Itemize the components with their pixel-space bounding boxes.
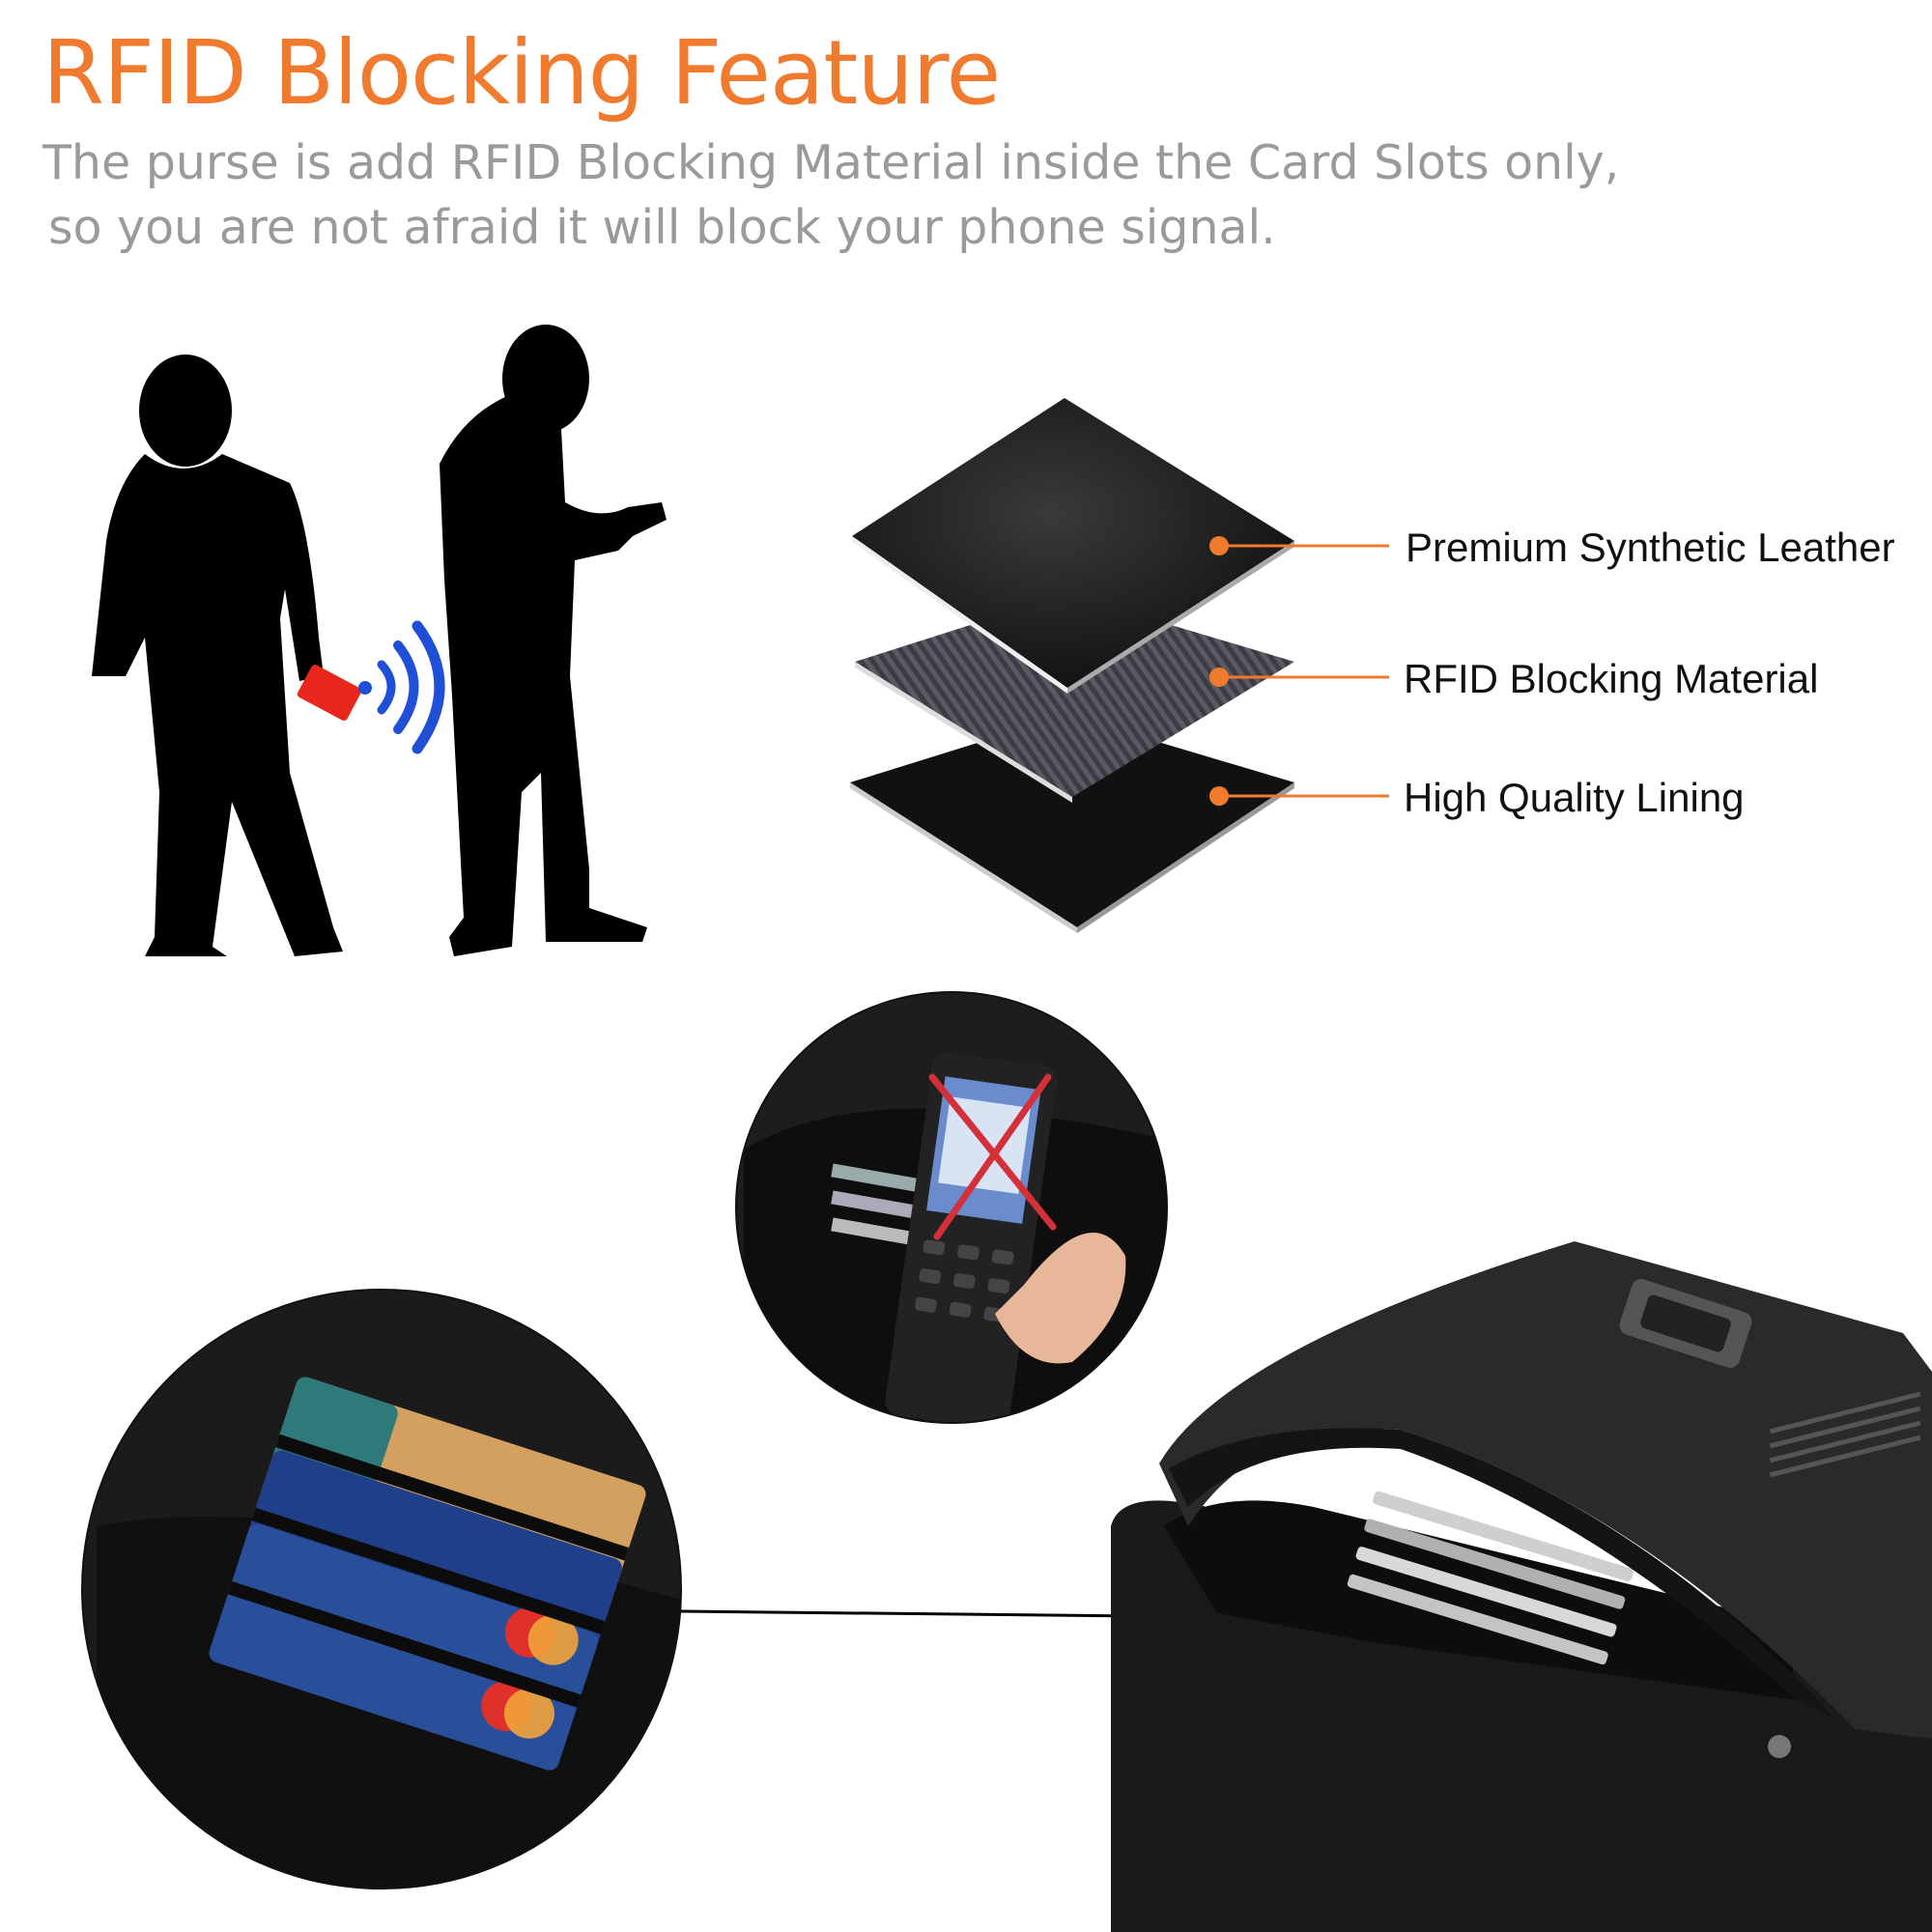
subtitle-line-1: The purse is add RFID Blocking Material … [43,135,1620,190]
person-with-card-silhouette [92,355,343,956]
layer-leather [852,398,1294,694]
blocked-cross-icon [928,1073,1057,1240]
layer-leader-lines [1219,544,1389,798]
page-title: RFID Blocking Feature [43,21,1001,125]
layer-label-leather: Premium Synthetic Leather [1406,525,1895,570]
layer-lining [850,715,1294,933]
leader-dots [1209,536,1229,806]
layer-label-lining: High Quality Lining [1404,775,1745,820]
purse-product [1111,1241,1932,1932]
subtitle-line-2: so you are not afraid it will block your… [48,200,1276,255]
red-card-icon [297,665,362,721]
person-with-phone-silhouette [440,325,667,956]
phone-blocked-circle [735,991,1168,1424]
page-subtitle: The purse is add RFID Blocking Material … [43,130,1685,260]
purse-clasp [1619,1278,1752,1369]
rfid-signal-icon [358,620,445,754]
layer-label-rfid: RFID Blocking Material [1404,656,1819,701]
card-slots-zoom-circle [81,1289,682,1889]
layer-rfid-material [855,594,1294,803]
